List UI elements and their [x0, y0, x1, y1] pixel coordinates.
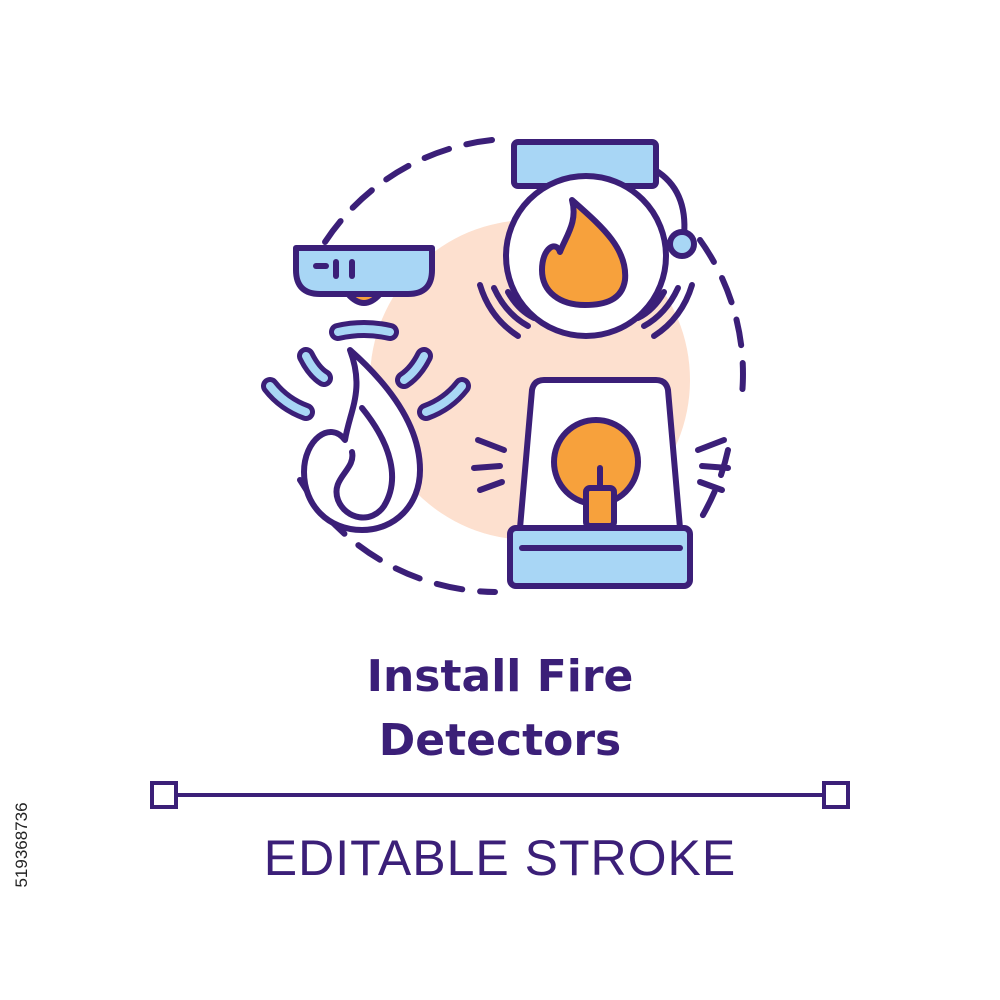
divider-handle-right: [822, 781, 850, 809]
bell-ring-waves: [477, 282, 695, 339]
divider-handle-left: [150, 781, 178, 809]
alarm-beacon-icon: [507, 377, 693, 589]
editable-stroke-divider: [150, 781, 850, 809]
flame-icon: [539, 197, 629, 308]
title-line-1: Install Fire: [366, 651, 634, 702]
smoke-detector-icon: [293, 245, 435, 306]
stock-id-text: 519368736: [12, 802, 31, 888]
editable-stroke-label: EDITABLE STROKE: [263, 830, 737, 886]
fire-alarm-bell-icon: [503, 139, 697, 339]
beacon-light-rays: [471, 437, 731, 493]
title-line-2: Detectors: [378, 715, 622, 766]
stock-id-watermark: 519368736: [2, 760, 42, 930]
smoke-icon: [301, 347, 423, 533]
fire-detector-illustration: [261, 137, 746, 595]
dashed-ring: [297, 137, 746, 595]
